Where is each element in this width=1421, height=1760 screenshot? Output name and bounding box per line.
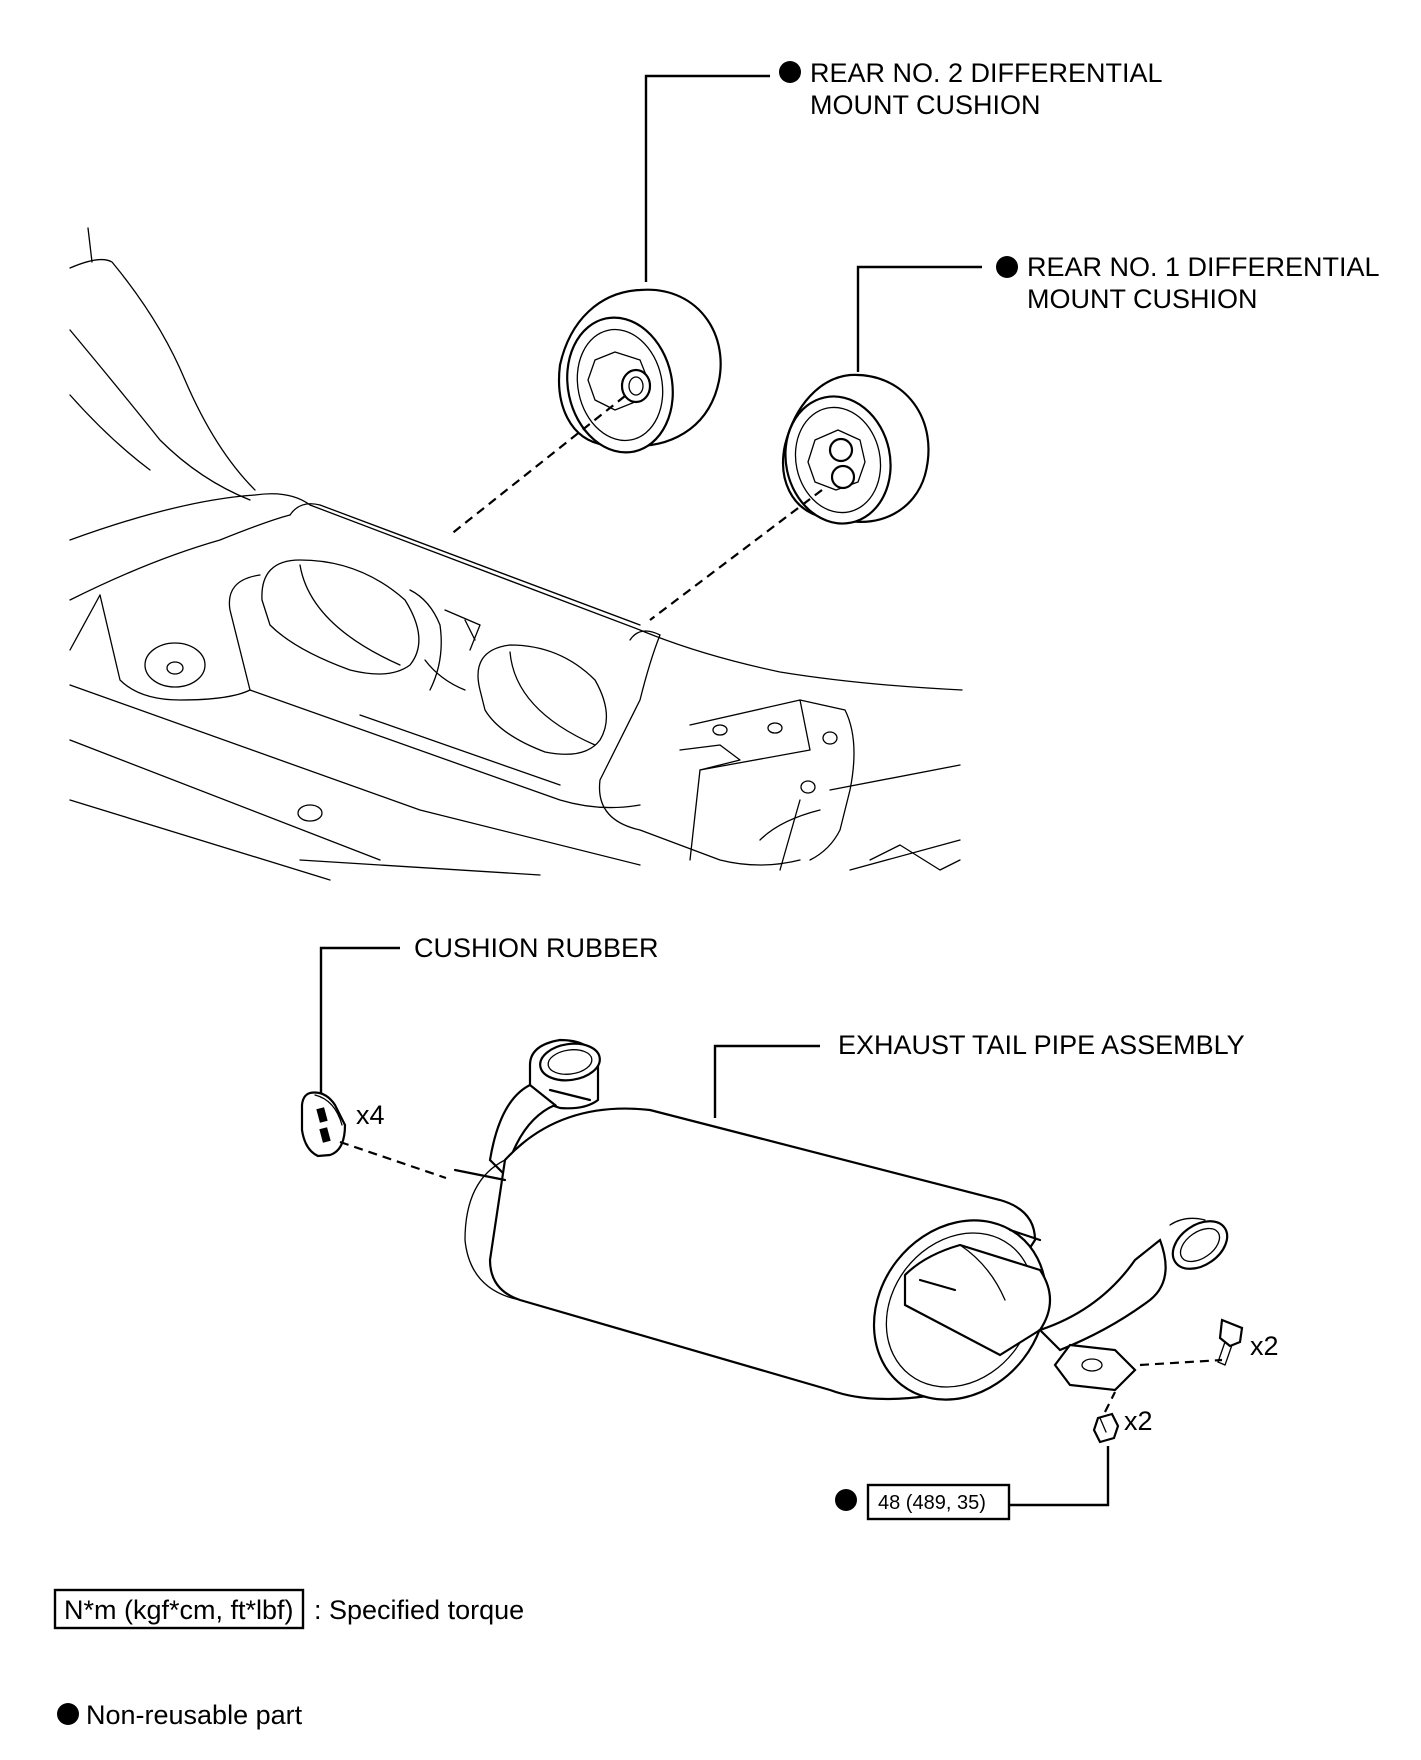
no1-mount-alignment-line <box>649 489 823 621</box>
no2-mount-alignment-line <box>449 395 626 536</box>
non-reusable-marker-icon <box>835 1489 857 1511</box>
rear-no1-label-line2: MOUNT CUSHION <box>1027 284 1258 314</box>
legend-torque-box <box>53 1588 305 1630</box>
rear-no2-label-line1: REAR NO. 2 DIFFERENTIAL <box>810 58 1163 88</box>
torque-value: 48 (489, 35) <box>878 1492 986 1514</box>
cushion-rubber-qty: x4 <box>356 1100 385 1130</box>
legend-non-reusable-text: Non-reusable part <box>86 1700 303 1730</box>
non-reusable-marker-icon <box>779 61 801 83</box>
exhaust-tail-pipe-label: EXHAUST TAIL PIPE ASSEMBLY <box>838 1030 1245 1060</box>
bolt-alignment-line <box>1139 1358 1223 1367</box>
rear-no2-differential-mount-cushion <box>558 74 770 454</box>
cushion-rubber-label: CUSHION RUBBER <box>414 933 659 963</box>
rear-no1-label-line1: REAR NO. 1 DIFFERENTIAL <box>1027 252 1380 282</box>
bolt-part <box>1217 1318 1244 1366</box>
torque-leader-line <box>1010 1446 1110 1507</box>
nut-part <box>1092 1412 1120 1444</box>
rear-suspension-member-drawing <box>69 227 963 881</box>
exhaust-tail-pipe-assembly-part <box>453 1038 1229 1401</box>
torque-value-box <box>866 1483 1011 1521</box>
bolt-qty: x2 <box>1250 1331 1279 1361</box>
cushion-rubber-part <box>300 946 400 1158</box>
legend-torque-desc: : Specified torque <box>314 1595 524 1625</box>
cushion-rubber-alignment-line <box>339 1140 447 1180</box>
rear-no1-differential-mount-cushion <box>781 265 982 525</box>
nut-alignment-line <box>1104 1391 1116 1413</box>
non-reusable-marker-icon <box>996 256 1018 278</box>
rear-no2-label-line2: MOUNT CUSHION <box>810 90 1041 120</box>
legend-torque-units: N*m (kgf*cm, ft*lbf) <box>64 1595 294 1625</box>
nut-qty: x2 <box>1124 1406 1153 1436</box>
legend-non-reusable-icon <box>57 1703 79 1725</box>
